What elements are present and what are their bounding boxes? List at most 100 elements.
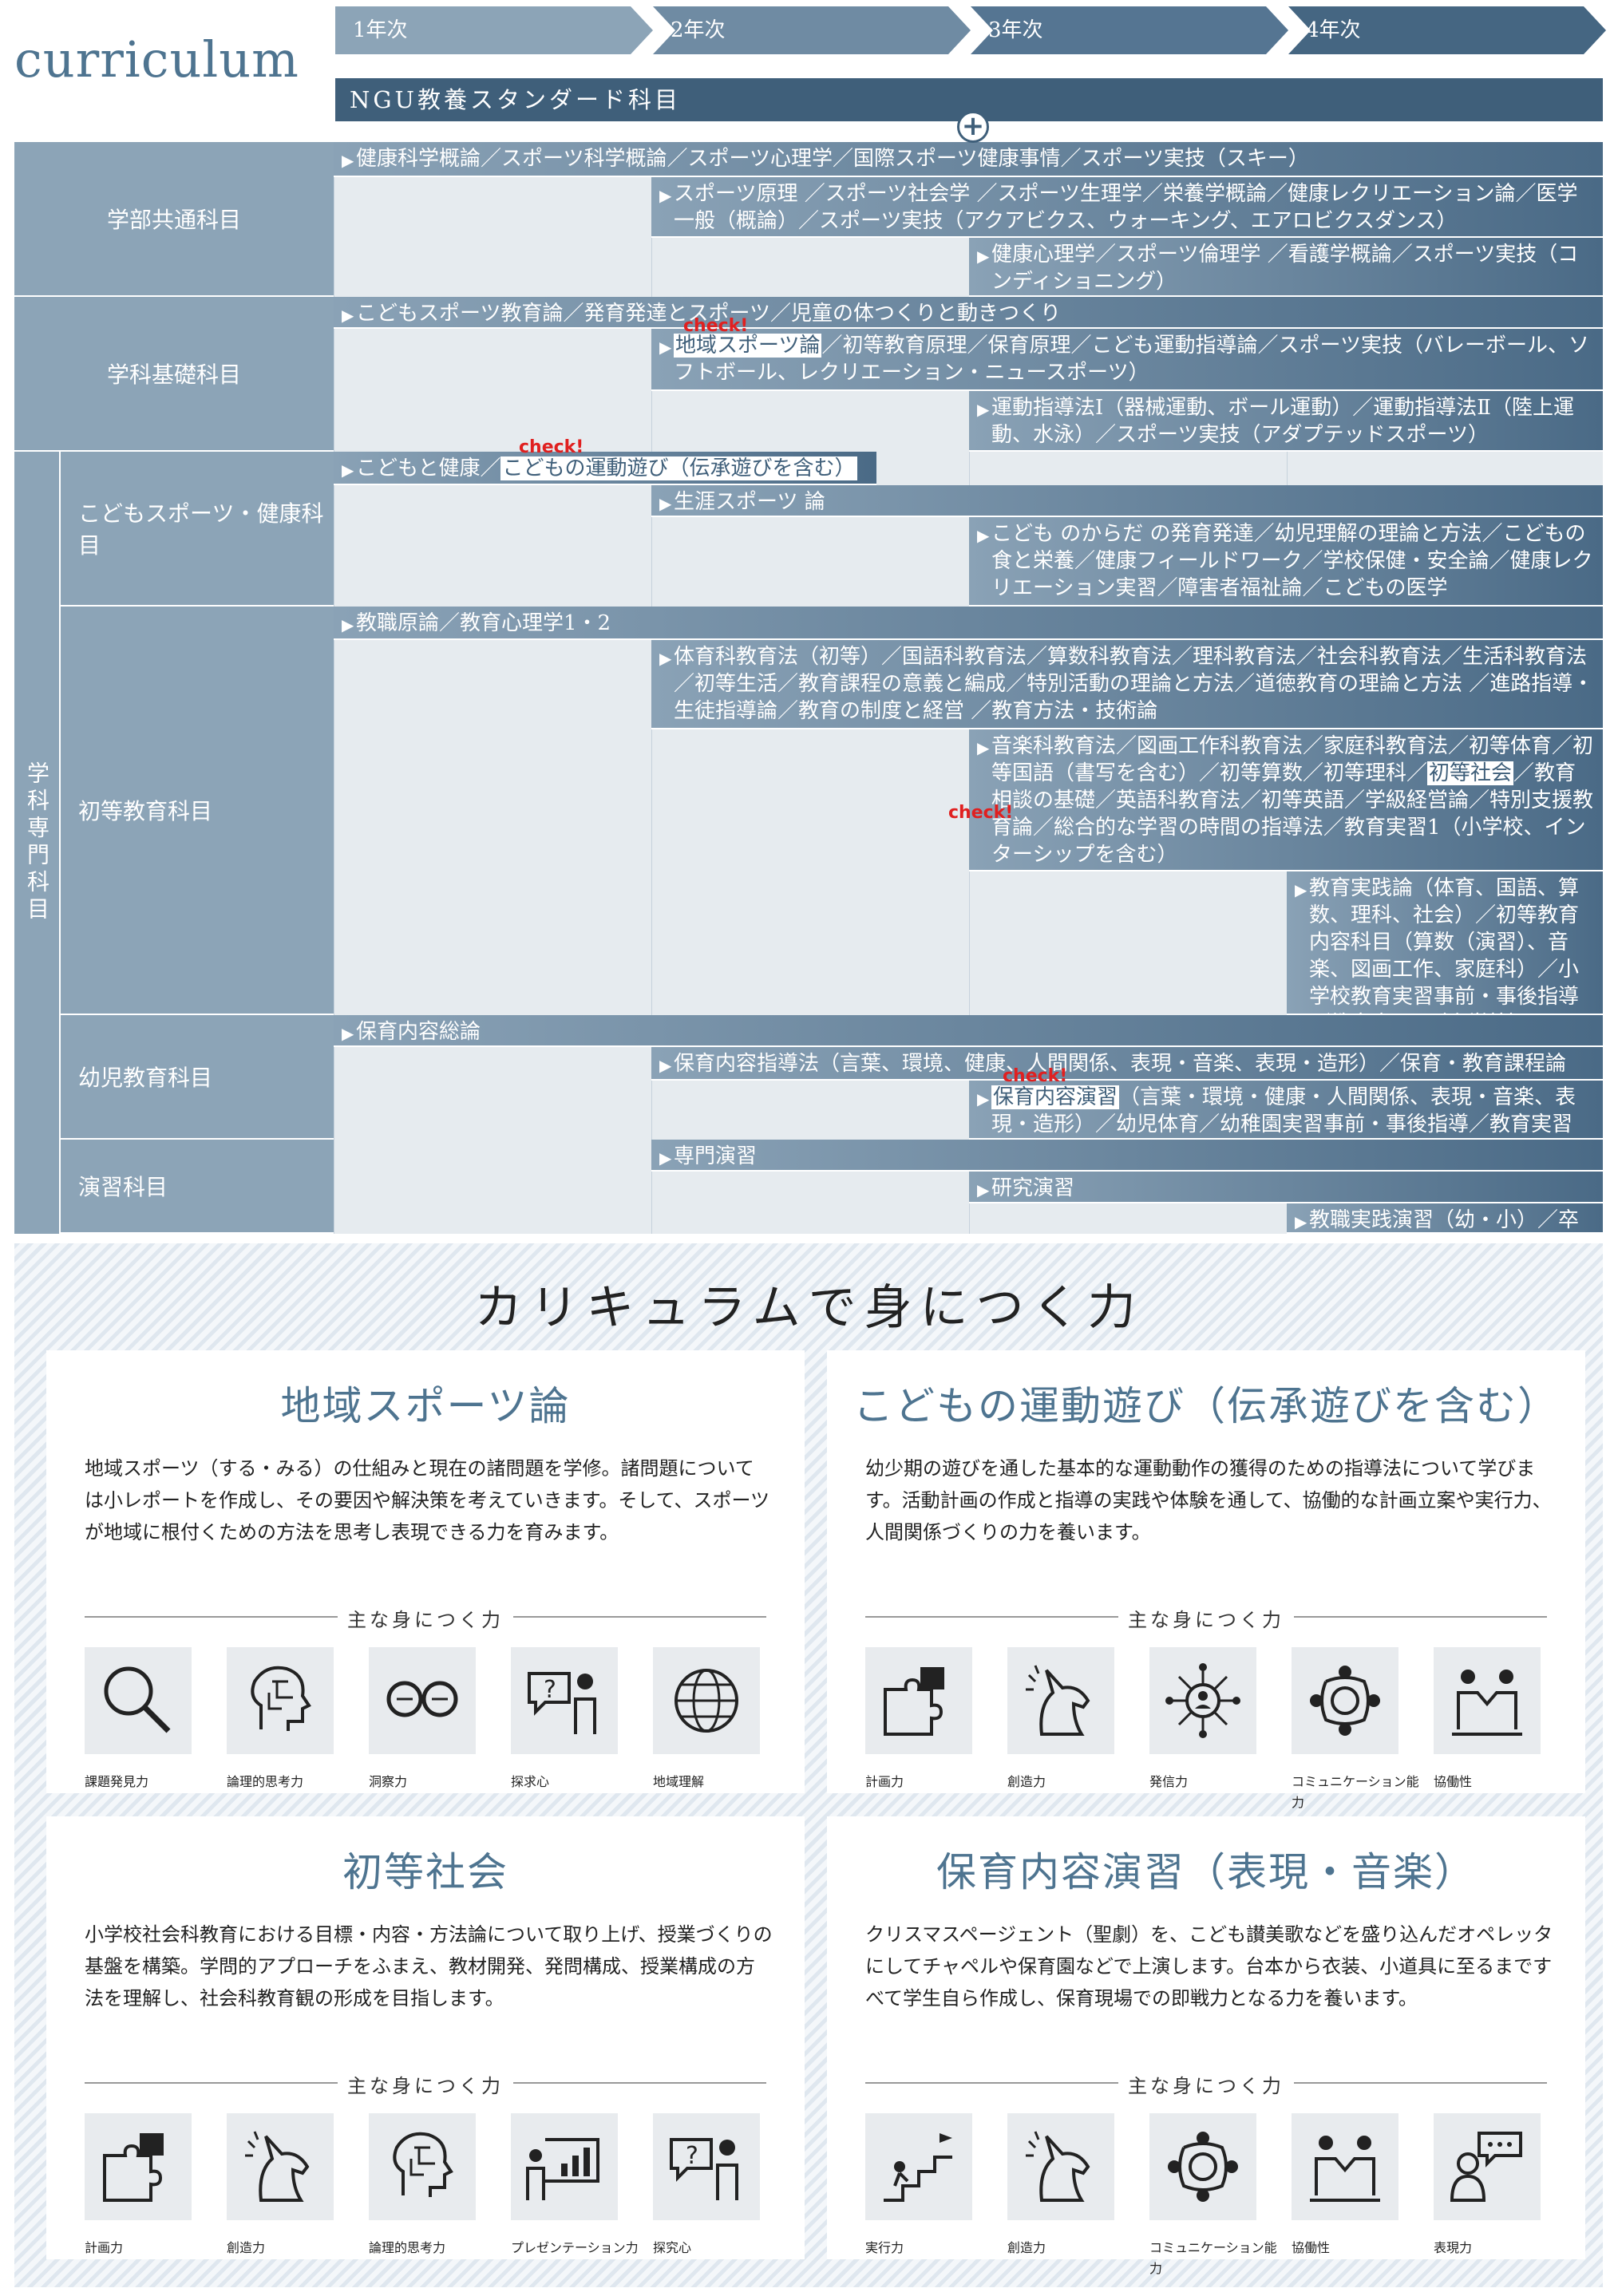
skill-item: ? 探究心 xyxy=(653,2113,760,2258)
highlighted-course: こどもの運動遊び（伝承遊びを含む） xyxy=(500,456,857,480)
course-bar: ▶運動指導法Ⅰ（器械運動、ボール運動）／運動指導法Ⅱ（陸上運動、水泳）／スポーツ… xyxy=(969,391,1603,452)
skill-label: 実行力 xyxy=(865,2240,904,2255)
arrow-shape xyxy=(335,6,653,54)
question-person-icon: ? xyxy=(528,1672,596,1734)
skill-item: 協働性 xyxy=(1292,2113,1398,2258)
svg-text:?: ? xyxy=(544,1676,556,1704)
skill-label: 論理的思考力 xyxy=(227,1774,304,1789)
course-text: 生涯スポーツ 論 xyxy=(674,490,825,514)
course-text: こども のからだ の発育発達／幼児理解の理論と方法／こどもの食と栄養／健康フィー… xyxy=(991,522,1593,600)
skill-card: 初等社会 小学校社会科教育における目標・内容・方法論について取り上げ、授業づくり… xyxy=(46,1816,805,2259)
check-badge: check! xyxy=(683,316,749,336)
skill-label: 協働性 xyxy=(1434,1774,1473,1789)
arrow-icon: ▶ xyxy=(977,247,990,266)
skill-item: 実行力 xyxy=(865,2113,972,2258)
skill-card: 保育内容演習（表現・音楽） クリスマスページェント（聖劇）を、こども讃美歌などを… xyxy=(827,1816,1585,2276)
skill-label: 洞察力 xyxy=(369,1774,408,1789)
puzzle-icon xyxy=(103,2133,164,2202)
skill-label: 課題発見力 xyxy=(85,1774,149,1789)
skill-card: こどもの運動遊び（伝承遊びを含む） 幼少期の遊びを通した基本的な運動動作の獲得の… xyxy=(827,1350,1585,1810)
check-badge: check! xyxy=(948,803,1014,823)
arrow-icon: ▶ xyxy=(342,1024,354,1043)
globe-icon xyxy=(674,1669,738,1733)
curriculum-table: 学部共通科目 学科基礎科目 学科専門科目 こどもスポーツ・健康科目 初等教育科目… xyxy=(14,142,1603,1259)
arrow-shape xyxy=(1288,6,1606,54)
course-bar: ▶保育内容総論 xyxy=(334,1015,1603,1047)
skill-label: 地域理解 xyxy=(653,1774,705,1789)
arrow-icon: ▶ xyxy=(977,1089,990,1108)
course-bar: ▶スポーツ原理 ／スポーツ社会学 ／スポーツ生理学／栄養学概論／健康レクリエーシ… xyxy=(651,177,1603,238)
skill-icon-box xyxy=(865,2113,972,2220)
stairs-flag-icon xyxy=(884,2133,952,2202)
course-text: 保育内容総論 xyxy=(356,1020,481,1044)
course-bar: ▶健康心理学／スポーツ倫理学 ／看護学概論／スポーツ実技（コンディショニング） xyxy=(969,238,1603,297)
question-person-icon: ? xyxy=(670,2138,738,2200)
course-text: 健康心理学／スポーツ倫理学 ／看護学概論／スポーツ実技（コンディショニング） xyxy=(991,243,1579,294)
skill-icon-box xyxy=(1149,2113,1256,2220)
puzzle-icon xyxy=(884,1667,944,1736)
skill-icon-box xyxy=(1007,2113,1114,2220)
skill-item: 創造力 xyxy=(1007,2113,1114,2258)
course-bar: ▶地域スポーツ論／初等教育原理／保育原理／こども運動指導論／スポーツ実技（バレー… xyxy=(651,329,1603,391)
year-label: 1年次 xyxy=(353,18,408,42)
course-text: ／教育相談の基礎／英語科教育法／初等英語／学級経営論／特別支援教育論／総合的な学… xyxy=(991,761,1594,867)
course-bar: ▶こども のからだ の発育発達／幼児理解の理論と方法／こどもの食と栄養／健康フィ… xyxy=(969,517,1603,607)
skill-icon-box xyxy=(227,1647,334,1754)
highlighted-course: 初等社会 xyxy=(1427,761,1514,785)
course-text: 研究演習 xyxy=(991,1176,1075,1200)
course-text: 教育実践論（体育、国語、算数、理科、社会）／初等教育内容科目（算数（演習）、音楽… xyxy=(1309,876,1580,1036)
skill-label: 表現力 xyxy=(1434,2240,1473,2255)
svg-text:?: ? xyxy=(686,2142,698,2170)
skill-icon-box xyxy=(1292,2113,1398,2220)
arrow-icon: ▶ xyxy=(659,186,672,205)
cooperation-icon xyxy=(1452,1670,1522,1736)
skills-label: 主な身につく力 xyxy=(338,1604,513,1632)
skill-item: ? 探求心 xyxy=(511,1647,618,1792)
skills-divider: 主な身につく力 xyxy=(85,1604,766,1632)
skills-label: 主な身につく力 xyxy=(338,2070,513,2098)
presentation-icon xyxy=(526,2138,599,2200)
check-badge: check! xyxy=(519,437,584,457)
year-header-3: 3年次 xyxy=(971,6,1288,54)
course-text: こどもと健康／ xyxy=(356,456,501,480)
course-bar: ▶保育内容演習（言葉・環境・健康・人間関係、表現・音楽、表現・造形）／幼児体育／… xyxy=(969,1081,1603,1164)
skill-label: 創造力 xyxy=(227,2240,266,2255)
course-text: 専門演習 xyxy=(674,1144,758,1168)
skill-item: 発信力 xyxy=(1149,1647,1256,1792)
category-infant: 幼児教育科目 xyxy=(59,1015,334,1140)
arrow-icon: ▶ xyxy=(342,151,354,170)
skill-icon-box xyxy=(1434,1647,1541,1754)
skill-label: プレゼンテーション力 xyxy=(511,2240,639,2255)
skills-divider: 主な身につく力 xyxy=(85,2070,766,2098)
arrow-icon: ▶ xyxy=(342,306,354,325)
course-text: ／初等教育原理／保育原理／こども運動指導論／スポーツ実技（バレーボール、ソフトボ… xyxy=(674,334,1589,385)
skill-label: 探究心 xyxy=(653,2240,692,2255)
skill-item: 課題発見力 xyxy=(85,1647,192,1792)
arrow-icon: ▶ xyxy=(659,494,672,513)
year-label: 4年次 xyxy=(1306,18,1361,42)
card-title: 保育内容演習（表現・音楽） xyxy=(936,1849,1476,1895)
year-label: 2年次 xyxy=(671,18,726,42)
course-bar: ▶体育科教育法（初等）／国語科教育法／算数科教育法／理科教育法／社会科教育法／生… xyxy=(651,640,1603,729)
skill-item: 表現力 xyxy=(1434,2113,1541,2258)
skill-item: 洞察力 xyxy=(369,1647,476,1792)
category-common: 学部共通科目 xyxy=(14,142,334,297)
skill-icon-box xyxy=(1149,1647,1256,1754)
skills-label: 主な身につく力 xyxy=(1118,1604,1294,1632)
skill-label: 発信力 xyxy=(1149,1774,1189,1789)
brain-circuit-icon xyxy=(393,2132,453,2197)
arrow-icon: ▶ xyxy=(977,1180,990,1199)
skill-label: 論理的思考力 xyxy=(369,2240,446,2255)
arrow-icon: ▶ xyxy=(342,615,354,634)
card-title: 地域スポーツ論 xyxy=(280,1383,571,1429)
check-badge: check! xyxy=(1003,1066,1068,1086)
skill-item: コミュニケーション能力 xyxy=(1149,2113,1277,2279)
category-kids: こどもスポーツ・健康科目 xyxy=(59,452,334,607)
skill-label: コミュニケーション能力 xyxy=(1292,1774,1419,1810)
skill-icon-box xyxy=(369,2113,476,2220)
section-title: カリキュラムで身につく力 xyxy=(474,1280,1144,1336)
team-circle-icon xyxy=(1168,2132,1238,2202)
course-bar: ▶研究演習 xyxy=(969,1172,1603,1203)
category-basic: 学科基礎科目 xyxy=(14,297,334,452)
search-icon xyxy=(104,1666,171,1733)
